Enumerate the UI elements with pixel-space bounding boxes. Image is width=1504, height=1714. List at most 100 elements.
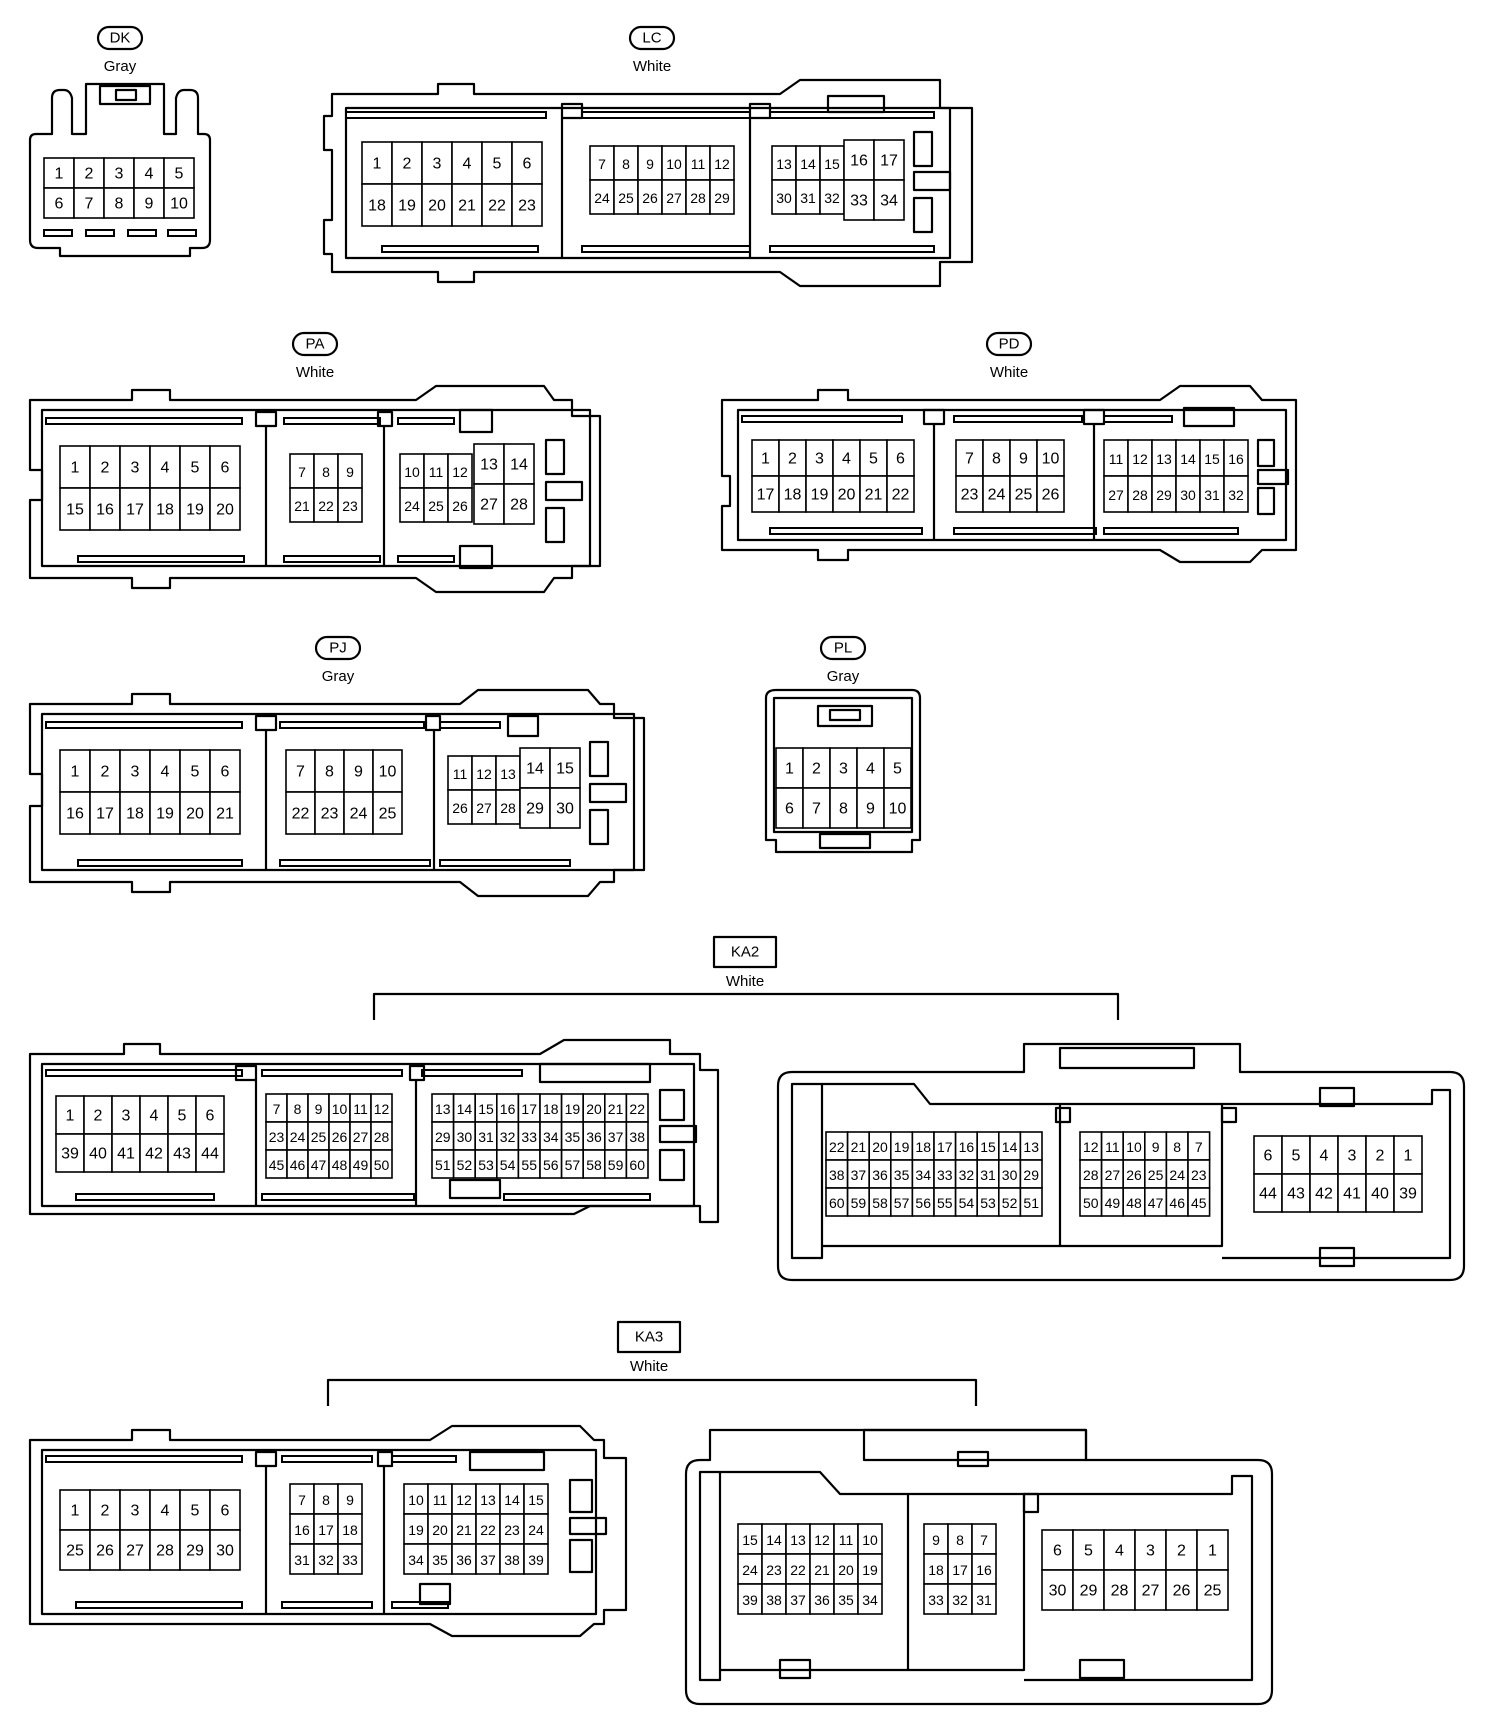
pin-number: 5 xyxy=(191,460,200,477)
pin-number: 9 xyxy=(1152,1139,1160,1155)
pin-cell xyxy=(785,1583,811,1615)
pin-number: 19 xyxy=(408,1522,424,1538)
pin-number: 16 xyxy=(294,1522,310,1538)
pin-number: 17 xyxy=(96,806,114,823)
pin-number: 19 xyxy=(565,1101,581,1117)
pin-number: 32 xyxy=(1228,487,1244,503)
pin-number: 16 xyxy=(500,1101,516,1117)
label-lc: LC White xyxy=(628,25,676,75)
pin-number: 51 xyxy=(435,1157,451,1173)
pin-cell xyxy=(1041,1569,1074,1611)
pin-number: 27 xyxy=(1108,487,1124,503)
pin-cell xyxy=(886,439,915,477)
pin-number: 2 xyxy=(94,1108,103,1125)
pin-number: 2 xyxy=(788,451,797,468)
pin-cell xyxy=(873,179,905,221)
pin-number: 53 xyxy=(980,1195,996,1211)
pin-number: 10 xyxy=(404,464,420,480)
connector-color: White xyxy=(726,973,764,990)
pin-number: 56 xyxy=(915,1195,931,1211)
pin-number: 11 xyxy=(839,1532,854,1548)
pin-number: 12 xyxy=(1132,451,1148,467)
pin-cell xyxy=(495,789,521,825)
pin-number: 4 xyxy=(866,761,875,778)
pin-number: 46 xyxy=(290,1157,306,1173)
pin-number: 54 xyxy=(500,1157,516,1173)
pin-number: 31 xyxy=(800,190,816,206)
pin-number: 2 xyxy=(403,156,412,173)
pin-number: 21 xyxy=(608,1101,624,1117)
pin-number: 19 xyxy=(398,198,416,215)
pin-number: 9 xyxy=(866,801,875,818)
pin-number: 11 xyxy=(433,1492,448,1508)
pin-number: 1 xyxy=(785,761,794,778)
pin-number: 1 xyxy=(1208,1543,1217,1560)
pin-cell xyxy=(1036,439,1065,477)
pin-number: 34 xyxy=(408,1552,424,1568)
label-pj: PJ Gray xyxy=(314,635,362,685)
pin-number: 8 xyxy=(992,451,1001,468)
connector-color: White xyxy=(990,364,1028,381)
pin-cell xyxy=(427,1483,453,1515)
pin-number: 34 xyxy=(915,1167,931,1183)
pin-number: 30 xyxy=(776,190,792,206)
pin-number: 10 xyxy=(170,196,188,213)
pin-number: 9 xyxy=(354,764,363,781)
pin-number: 16 xyxy=(976,1562,992,1578)
pin-cell xyxy=(167,1095,197,1135)
connector-code: PL xyxy=(834,640,852,657)
pin-cell xyxy=(337,1513,363,1545)
pin-number: 12 xyxy=(452,464,468,480)
pin-number: 59 xyxy=(851,1195,867,1211)
pin-cell xyxy=(209,487,241,531)
pin-number: 26 xyxy=(452,800,468,816)
pin-number: 1 xyxy=(66,1108,75,1125)
pin-number: 26 xyxy=(642,190,658,206)
pin-number: 47 xyxy=(311,1157,327,1173)
pin-number: 31 xyxy=(294,1552,310,1568)
pin-number: 40 xyxy=(89,1146,107,1163)
pin-number: 15 xyxy=(556,761,574,778)
pin-number: 34 xyxy=(543,1129,559,1145)
pin-cell xyxy=(119,749,151,793)
pin-number: 6 xyxy=(221,1503,230,1520)
pin-number: 57 xyxy=(894,1195,910,1211)
pin-number: 29 xyxy=(186,1543,204,1560)
pin-cell xyxy=(883,747,912,789)
pin-cell xyxy=(195,1133,225,1173)
pin-cell xyxy=(1281,1135,1311,1175)
pin-number: 14 xyxy=(457,1101,473,1117)
pin-cell xyxy=(179,445,211,489)
pin-number: 21 xyxy=(458,198,476,215)
pin-cell xyxy=(421,183,453,227)
pin-number: 11 xyxy=(691,156,706,172)
pin-cell xyxy=(337,487,363,523)
pin-number: 14 xyxy=(800,156,816,172)
pin-number: 28 xyxy=(1083,1167,1099,1183)
connector-code: PJ xyxy=(329,640,347,657)
pin-number: 28 xyxy=(500,800,516,816)
ka2-bracket xyxy=(372,992,1120,1020)
pin-cell xyxy=(523,1483,549,1515)
pin-cell xyxy=(209,1489,241,1531)
pin-cell xyxy=(923,1583,949,1615)
pin-number: 27 xyxy=(1142,1583,1160,1600)
pin-number: 21 xyxy=(456,1522,472,1538)
pin-number: 7 xyxy=(812,801,821,818)
pin-number: 4 xyxy=(161,764,170,781)
pin-number: 6 xyxy=(1264,1148,1273,1165)
pin-number: 23 xyxy=(269,1129,285,1145)
pin-cell xyxy=(149,749,181,793)
pin-cell xyxy=(1365,1173,1395,1213)
pin-number: 44 xyxy=(1259,1186,1277,1203)
pin-cell xyxy=(179,749,211,793)
pin-number: 18 xyxy=(126,806,144,823)
pin-number: 5 xyxy=(869,451,878,468)
pin-number: 12 xyxy=(814,1532,830,1548)
